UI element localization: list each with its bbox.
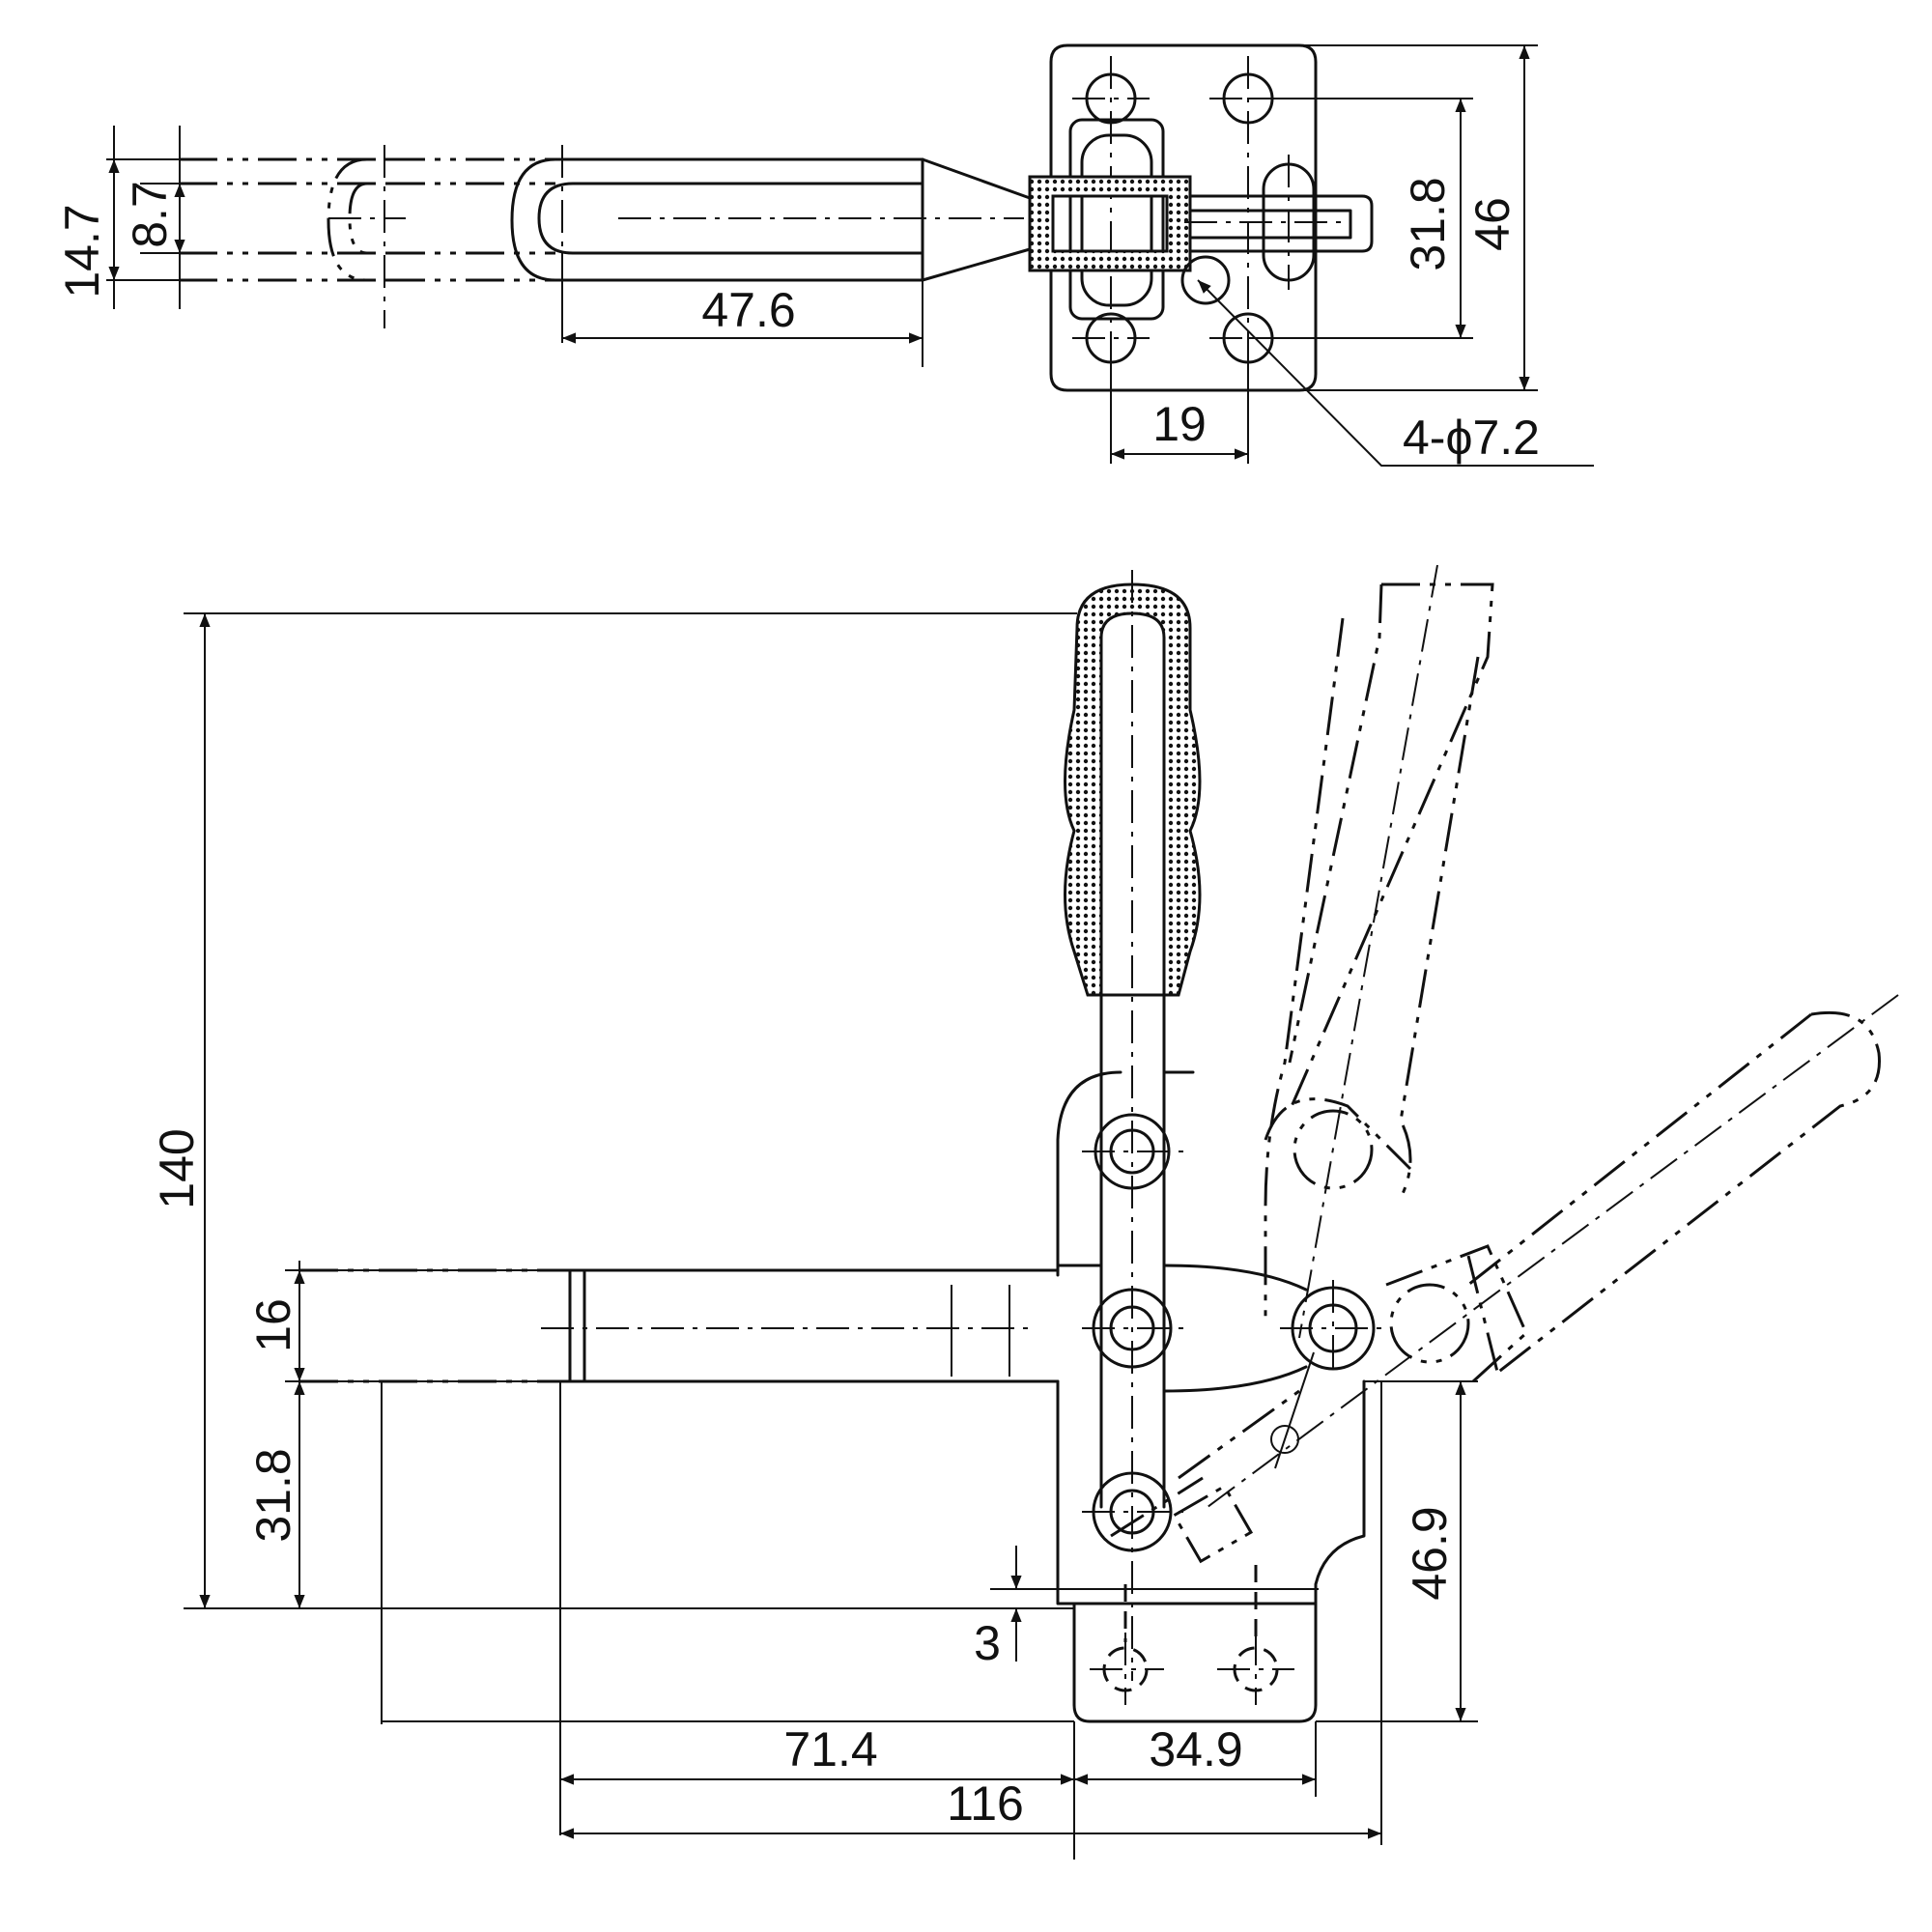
dim-base-length: 34.9	[1149, 1722, 1242, 1776]
top-clamp-arm	[1188, 194, 1374, 253]
side-base	[1056, 1379, 1366, 1723]
dim-handle-width: 14.7	[55, 204, 109, 298]
dim-hole-spacing-y: 31.8	[1401, 177, 1455, 270]
dim-handle-inner-width: 8.7	[123, 181, 177, 248]
dim-base-gap: 3	[974, 1616, 1001, 1670]
side-pivots	[1082, 1113, 1386, 1552]
top-left-dimensions: 14.7 8.7	[55, 126, 185, 309]
dim-19-group: 19	[1110, 359, 1249, 464]
side-phantom-handle-1	[1264, 564, 1494, 1339]
dim-holes-leader: 4-ϕ7.2	[1197, 279, 1594, 467]
dim-base-height: 46.9	[1403, 1506, 1457, 1600]
dim-arm-reach: 71.4	[783, 1722, 877, 1776]
side-handle-grip	[1064, 582, 1202, 997]
dim-spindle-height: 31.8	[246, 1448, 300, 1542]
dim-left-stack: 16 31.8	[246, 1261, 1058, 1608]
top-pivot-body	[1068, 118, 1165, 321]
dim-overall-height: 140	[150, 1128, 204, 1208]
dim-handle-slot: 47.6	[701, 283, 795, 337]
side-view: 140 16 31.8 46.9 3	[150, 564, 1899, 1860]
dim-46-9-group: 46.9	[1316, 1380, 1478, 1722]
dim-140-group: 140	[150, 612, 1077, 1609]
top-grip-collar	[1028, 175, 1192, 272]
side-phantom-handle-2	[1110, 994, 1899, 1564]
dim-right-group: 31.8 46	[1248, 44, 1538, 391]
dim-arm-thickness: 16	[246, 1298, 300, 1352]
dim-3-group: 3	[974, 1546, 1319, 1670]
dim-hole-spacing-x: 19	[1152, 397, 1207, 451]
dim-mounting-holes: 4-ϕ7.2	[1403, 411, 1540, 465]
side-clamp-arm	[299, 1268, 1060, 1383]
dim-bottom-group: 71.4 34.9 116	[560, 1381, 1382, 1860]
dim-overall-length: 116	[947, 1776, 1024, 1831]
top-handle	[179, 145, 1032, 328]
top-view: 14.7 8.7 47.6 31.8 46 19 4-ϕ7.2	[55, 43, 1594, 467]
side-link	[1162, 1264, 1308, 1393]
dim-47-6-group: 47.6	[561, 251, 923, 367]
dim-base-width: 46	[1465, 197, 1520, 251]
side-arm-bracket	[1056, 1070, 1122, 1277]
